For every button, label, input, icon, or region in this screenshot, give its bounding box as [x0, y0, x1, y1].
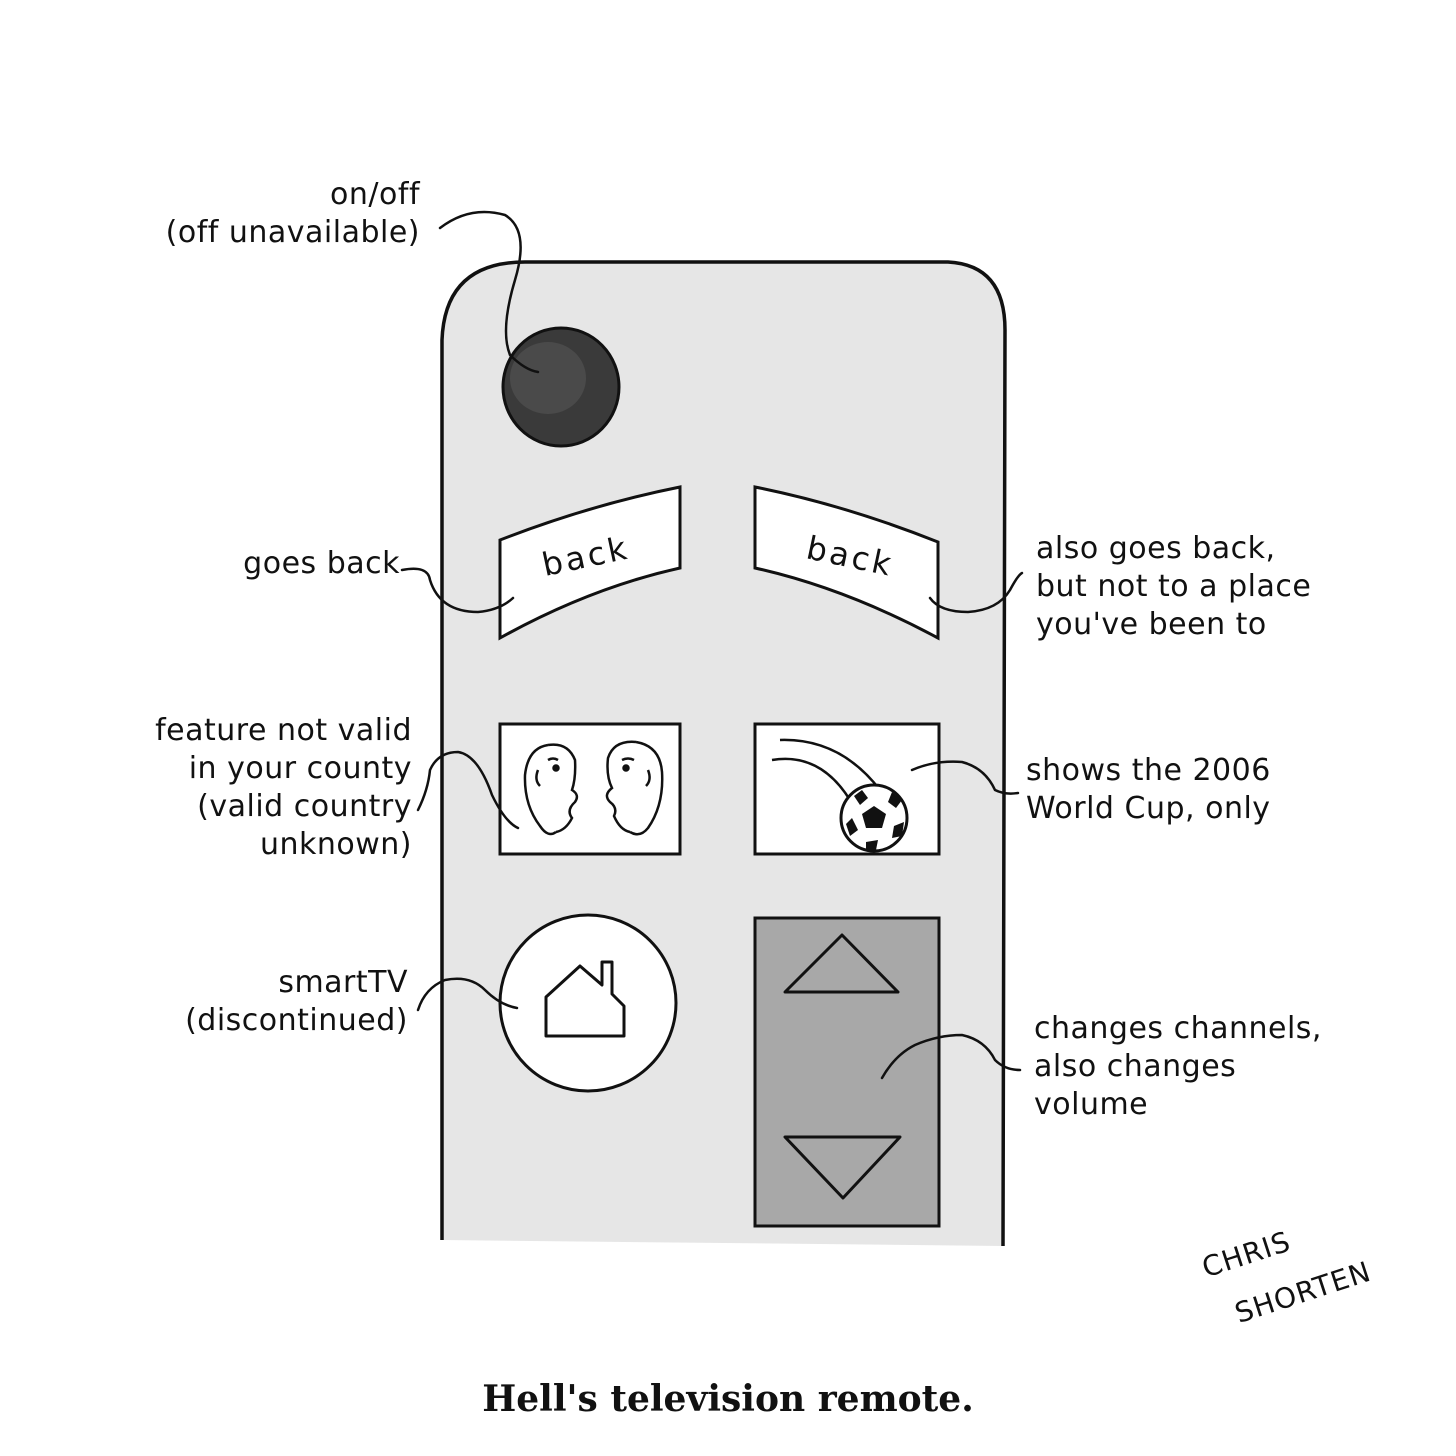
soccer-note: shows the 2006 World Cup, only — [1026, 753, 1271, 826]
back-left-note: goes back — [243, 546, 400, 581]
faces-note: feature not valid in your county (valid … — [155, 713, 412, 862]
cartoon-caption: Hell's television remote. — [482, 1378, 974, 1420]
soccer-button[interactable] — [753, 722, 941, 856]
soccer-leader — [910, 760, 1020, 795]
back-left-leader — [400, 567, 515, 614]
rocker-note: changes channels, also changes volume — [1034, 1011, 1322, 1122]
back-right-leader — [928, 571, 1024, 614]
home-note: smartTV (discontinued) — [185, 965, 408, 1038]
power-note: on/off (off unavailable) — [165, 177, 420, 250]
artist-signature: CHRIS SHORTEN — [1198, 1225, 1375, 1322]
faces-button[interactable] — [498, 722, 682, 856]
house-icon — [544, 960, 626, 1038]
back-button-left[interactable]: back — [498, 485, 682, 641]
power-button[interactable] — [501, 326, 621, 448]
power-leader — [438, 210, 540, 374]
back-button-right[interactable]: back — [753, 485, 940, 641]
faces-icon — [523, 740, 664, 836]
rocker-button[interactable] — [753, 916, 941, 1228]
back-right-note: also goes back, but not to a place you'v… — [1036, 531, 1312, 642]
rocker-leader — [880, 1033, 1022, 1080]
up-arrow-icon — [783, 933, 900, 994]
home-leader — [416, 977, 519, 1012]
home-button[interactable] — [498, 913, 678, 1093]
faces-leader — [416, 750, 520, 830]
svg-text:CHRIS: CHRIS — [1198, 1225, 1295, 1285]
soccer-ball-icon — [771, 738, 909, 853]
down-arrow-icon — [783, 1135, 902, 1200]
